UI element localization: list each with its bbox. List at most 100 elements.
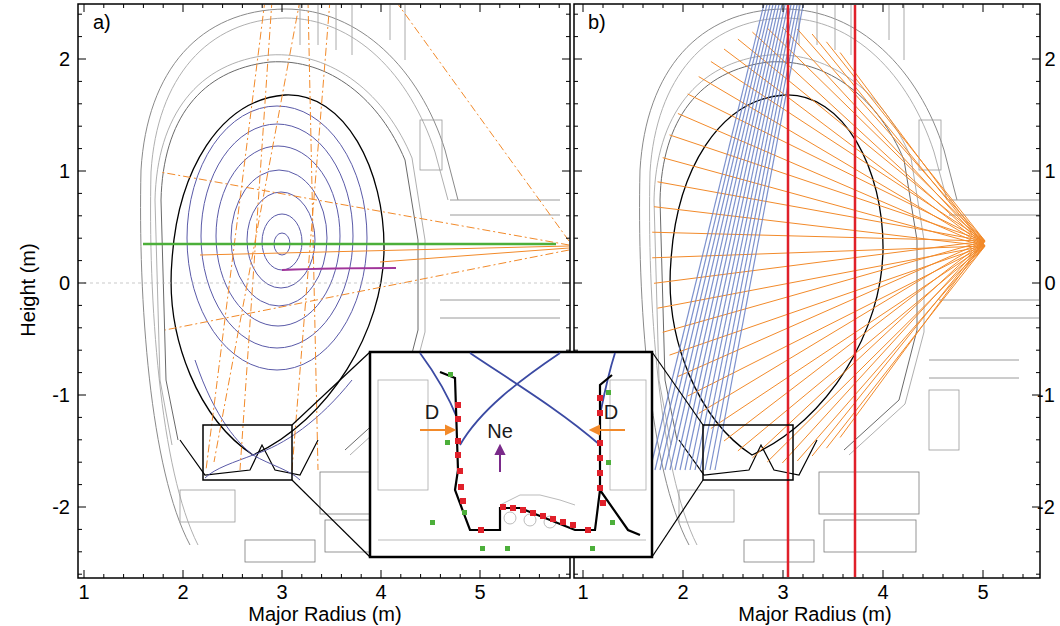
axis-tick [1036,350,1040,351]
axis-tick [566,81,570,82]
axis-tick [803,4,804,8]
tick-label: 4 [375,582,386,602]
axis-tick [1036,417,1040,418]
axis-tick [559,574,560,578]
axis-tick [566,36,570,37]
axis-tick [78,148,82,149]
axis-tick [1036,484,1040,485]
axis-tick [574,193,578,194]
axis-tick [460,574,461,578]
axis-tick [574,14,578,15]
axis-tick [823,4,824,8]
axis-tick [763,4,764,8]
axis-tick [1036,372,1040,373]
axis-tick [574,148,578,149]
axis-tick [783,4,784,12]
axis-tick [1036,103,1040,104]
axis-tick [574,59,582,60]
axis-tick [1036,238,1040,239]
tick-label: -2 [1037,497,1055,517]
axis-tick [539,574,540,578]
axis-tick [574,350,578,351]
axis-tick [78,103,82,104]
tick-label: 1 [1044,161,1055,181]
axis-tick [1036,305,1040,306]
tick-label: 5 [474,582,485,602]
axis-tick [361,574,362,578]
axis-tick [843,4,844,8]
tick-label: 4 [877,582,888,602]
tick-label: 0 [1044,273,1055,293]
axis-tick [803,574,804,578]
sight-line [685,5,786,470]
axis-tick [78,484,82,485]
axis-tick [583,570,584,578]
panel-letter: a) [93,12,111,32]
sight-line [690,5,789,470]
axis-tick [1036,14,1040,15]
axis-tick [703,574,704,578]
axis-tick [341,4,342,8]
axis-tick [863,4,864,8]
axis-tick [1036,36,1040,37]
tick-label: 5 [977,582,988,602]
sight-line [715,5,804,470]
axis-tick [623,574,624,578]
tick-label: -2 [52,497,70,517]
axis-tick [78,305,82,306]
axis-tick [574,171,582,172]
tick-label: -1 [52,385,70,405]
axis-tick [78,171,86,172]
axis-tick [703,4,704,8]
axis-tick [440,4,441,8]
axis-tick [566,305,570,306]
axis-tick [499,574,500,578]
axis-tick [574,283,582,284]
sight-line [767,28,985,241]
axis-tick [559,4,560,8]
axis-tick [983,4,984,12]
axis-tick [78,283,86,284]
axis-tick [566,148,570,149]
axis-tick [1036,551,1040,552]
tick-label: 1 [59,161,70,181]
axis-tick [566,14,570,15]
axis-tick [603,4,604,8]
axis-tick [1036,126,1040,127]
sight-line [670,135,986,241]
axis-tick [566,103,570,104]
axis-tick [222,574,223,578]
axis-tick [574,305,578,306]
axis-tick [539,4,540,8]
axis-tick [242,574,243,578]
axis-tick [381,570,382,578]
sight-line [658,182,986,241]
axis-tick [783,570,784,578]
axis-tick [566,260,570,261]
axis-tick [1036,327,1040,328]
axis-tick [262,4,263,8]
axis-tick [163,574,164,578]
axis-tick [282,4,283,12]
axis-tick [78,372,82,373]
axis-tick [566,350,570,351]
axis-tick [440,574,441,578]
axis-tick [1036,439,1040,440]
axis-tick [583,4,584,12]
axis-tick [519,4,520,8]
axis-tick [743,574,744,578]
axis-tick [78,126,82,127]
axis-tick [643,4,644,8]
sight-line [699,77,985,246]
axis-tick [566,574,570,575]
axis-tick [103,574,104,578]
axis-tick [78,59,86,60]
axis-tick [78,215,82,216]
sight-line [826,246,985,448]
sight-line [680,5,783,470]
axis-tick [562,59,570,60]
axis-tick [78,529,82,530]
axis-tick [143,574,144,578]
axis-tick [574,574,578,575]
axis-tick [163,4,164,8]
